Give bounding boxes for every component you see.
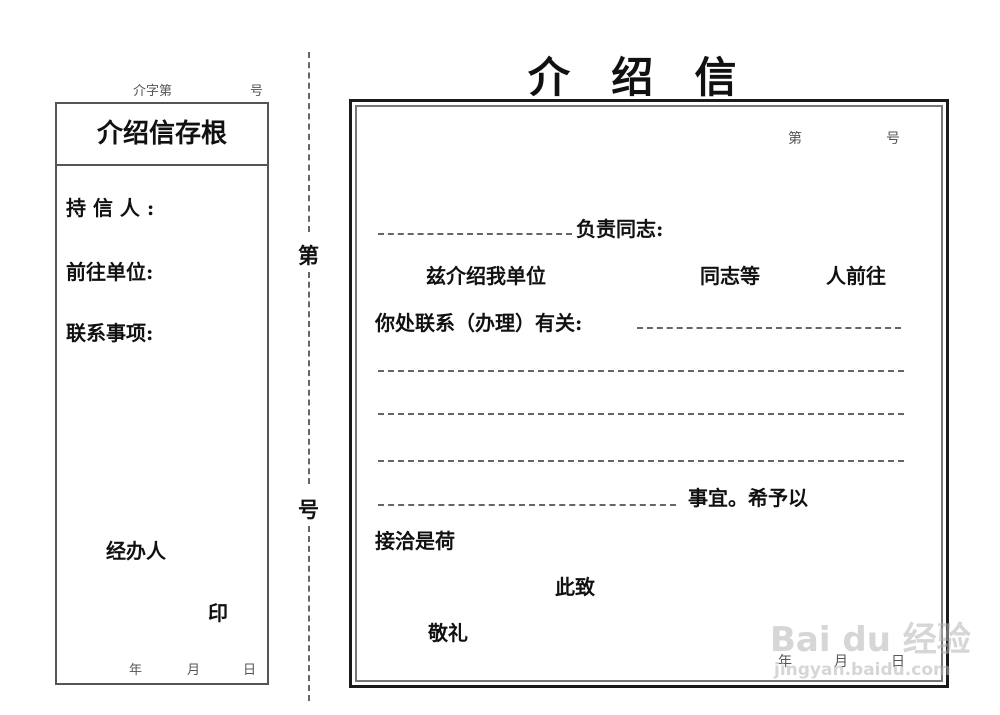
watermark-brand: Bai du 经验	[770, 620, 971, 660]
letter-number-prefix: 第	[788, 131, 802, 147]
stub-handler-label: 经办人	[106, 539, 166, 563]
letter-title: 介 绍 信	[528, 44, 741, 105]
letter-frame-inner	[355, 105, 943, 682]
stub-header: 介绍信存根	[57, 104, 267, 166]
blank-recipient-unit[interactable]	[378, 233, 572, 235]
perforation-char-bottom: 号	[298, 497, 319, 522]
line2-start: 兹介绍我单位	[426, 264, 546, 288]
stub-date-month: 月	[187, 663, 201, 678]
line2-end: 人前往	[826, 264, 886, 288]
blank-matters-1[interactable]	[637, 327, 901, 329]
line3-start: 你处联系（办理）有关:	[375, 311, 583, 335]
stub-date-day: 日	[243, 663, 257, 678]
letter-date-year: 年	[778, 654, 792, 670]
letter-date-day: 日	[891, 654, 905, 670]
line1-suffix: 负责同志:	[576, 217, 664, 241]
stub-panel: 介绍信存根	[55, 102, 269, 685]
stub-field-matters: 联系事项:	[66, 321, 154, 345]
letter-date-month: 月	[834, 654, 848, 670]
watermark-url: jingyan.baidu.com	[774, 660, 951, 680]
stub-number-suffix: 号	[250, 84, 264, 99]
blank-matters-2[interactable]	[378, 370, 904, 372]
line2-mid: 同志等	[700, 264, 760, 288]
letter-number-suffix: 号	[886, 131, 900, 147]
stub-seal-label: 印	[208, 601, 228, 625]
blank-matters-3[interactable]	[378, 413, 904, 415]
stub-field-holder: 持 信 人 :	[66, 196, 155, 220]
blank-matters-5[interactable]	[378, 504, 676, 506]
blank-matters-4[interactable]	[378, 460, 904, 462]
stub-field-destination: 前往单位:	[66, 260, 154, 284]
perforation-char-top: 第	[298, 243, 319, 268]
letter-frame-outer	[349, 99, 949, 688]
line8: 接洽是荷	[375, 529, 455, 553]
watermark: Bai du 经验 jingyan.baidu.com	[770, 620, 971, 680]
stub-number-prefix: 介字第	[133, 84, 173, 99]
stub-date-year: 年	[129, 663, 143, 678]
perforation-line-mid	[308, 272, 310, 484]
closing-jingli: 敬礼	[428, 621, 468, 645]
title-text: 介 绍 信	[528, 53, 741, 102]
line7-end: 事宜。希予以	[688, 486, 808, 510]
perforation-line-bottom	[308, 526, 310, 701]
closing-cizhi: 此致	[555, 575, 595, 599]
perforation-line-top	[308, 52, 310, 232]
